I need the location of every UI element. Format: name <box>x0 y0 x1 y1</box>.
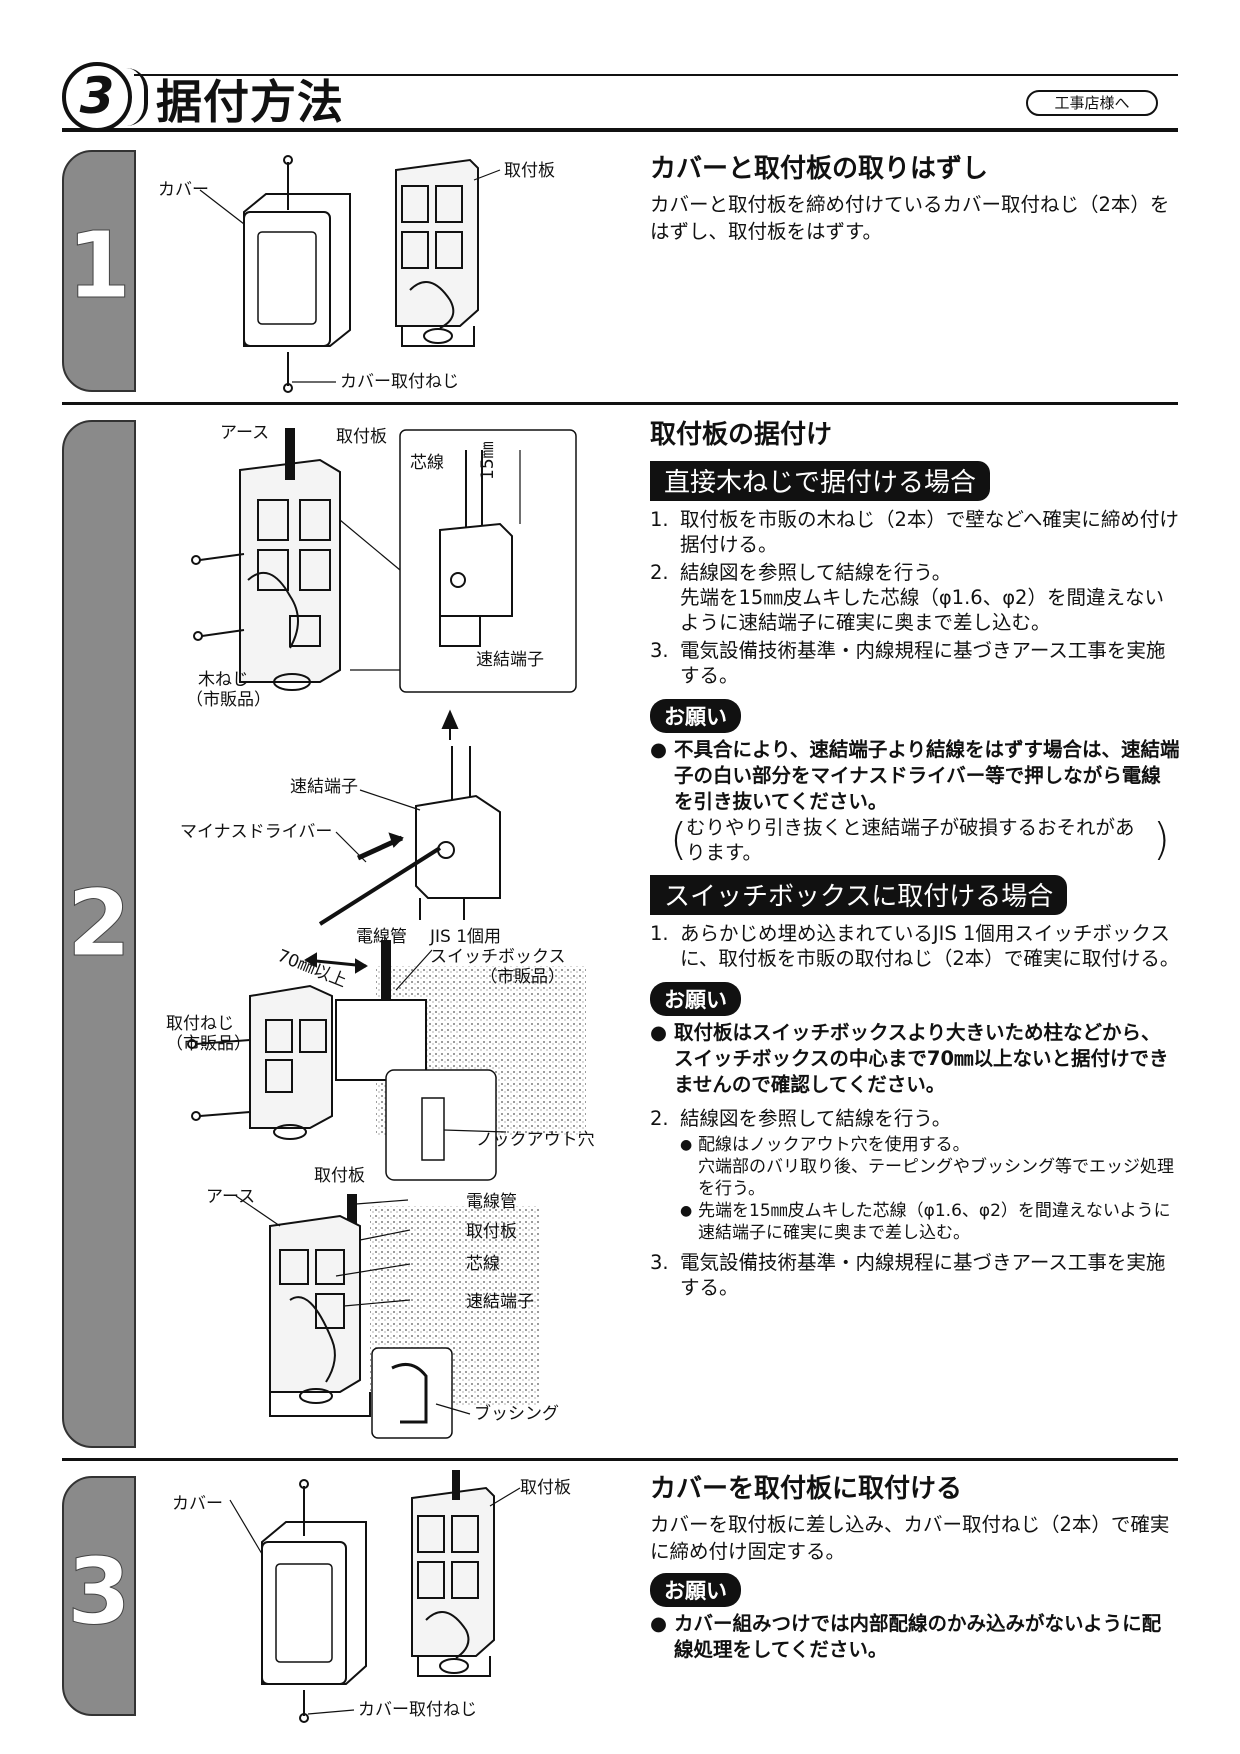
direct-step-1: 1. 取付板を市販の木ねじ（2本）で壁などへ確実に締め付け据付ける。 <box>650 507 1180 557</box>
wiring-note-1-text: 配線はノックアウト穴を使用する。 <box>698 1135 970 1155</box>
direct-step-3: 3. 電気設備技術基準・内線規程に基づきアース工事を実施する。 <box>650 638 1180 688</box>
step-number: 1. <box>650 922 669 945</box>
label-plate-3: 取付板 <box>466 1222 517 1242</box>
wiring-note-1-detail: 穴端部のバリ取り後、テーピングやブッシング等でエッジ処理を行う。 <box>698 1157 1174 1199</box>
label-flat-screwdriver: マイナスドライバー <box>180 822 333 842</box>
switchbox-mount-illustration <box>187 940 586 1181</box>
wood-screw-mount-illustration <box>191 428 577 693</box>
step-number: 2. <box>650 561 669 584</box>
label-quick-terminal: 速結端子 <box>476 650 544 670</box>
section-number: 3 <box>62 62 132 132</box>
step-number: 3. <box>650 1251 669 1274</box>
label-mount-screw: 取付ねじ <box>166 1014 234 1034</box>
caution-note-text: むりやり引き抜くと速結端子が破損するおそれがあります。 <box>686 816 1135 864</box>
step-divider-2 <box>62 1458 1178 1461</box>
step-2-heading: 取付板の据付け <box>650 420 833 450</box>
switchbox-steps-a: 1. あらかじめ埋め込まれているJIS 1個用スイッチボックスに、取付板を市販の取… <box>650 921 1180 971</box>
label-quick-terminal-3: 速結端子 <box>466 1292 534 1312</box>
step-1-body: カバーと取付板を締め付けているカバー取付ねじ（2本）をはずし、取付板をはずす。 <box>650 193 1170 243</box>
label-plate-2: 取付板 <box>314 1166 365 1186</box>
step-3-text: カバーを取付板に取付ける カバーを取付板に差し込み、カバー取付ねじ（2本）で確実… <box>650 1468 1180 1663</box>
step-number: 3. <box>650 639 669 662</box>
label-conduit: 電線管 <box>356 927 407 947</box>
label-knockout: ノックアウト穴 <box>476 1130 595 1150</box>
switchbox-steps-c: 3. 電気設備技術基準・内線規程に基づきアース工事を実施する。 <box>650 1250 1180 1300</box>
step-1-text: カバーと取付板の取りはずし カバーと取付板を締め付けているカバー取付ねじ（2本）… <box>650 148 1180 245</box>
step-3-number: 3 <box>66 1538 131 1646</box>
step-2-number: 2 <box>66 870 131 978</box>
label-market-1: （市販品） <box>186 690 271 710</box>
request-badge-2: お願い <box>650 982 741 1016</box>
step-number: 2. <box>650 1107 669 1130</box>
step-3-illustration <box>229 1470 521 1723</box>
audience-badge: 工事店様へ <box>1026 90 1158 116</box>
step-3-label-plate: 取付板 <box>520 1478 571 1498</box>
step-1-label-cover: カバー <box>158 180 209 200</box>
step-3-heading: カバーを取付板に取付ける <box>650 1474 963 1504</box>
label-plate: 取付板 <box>336 427 387 447</box>
step-number: 1. <box>650 508 669 531</box>
step-1-illustration <box>199 155 501 393</box>
step-3-label-cover: カバー <box>172 1494 223 1514</box>
direct-mount-steps: 1. 取付板を市販の木ねじ（2本）で壁などへ確実に締め付け据付ける。 2. 結線図を… <box>650 507 1180 688</box>
header-rule-top <box>134 74 1178 76</box>
label-15mm: 15㎜ <box>478 441 498 480</box>
step-text: 結線図を参照して結線を行う。 <box>680 1107 952 1130</box>
request-text-1: 不具合により、速結端子より結線をはずす場合は、速結端子の白い部分をマイナスドライ… <box>650 737 1180 815</box>
switchbox-step-1: 1. あらかじめ埋め込まれているJIS 1個用スイッチボックスに、取付板を市販の取… <box>650 921 1180 971</box>
step-divider-1 <box>62 402 1178 405</box>
switchbox-step-2: 2. 結線図を参照して結線を行う。 <box>650 1106 1180 1131</box>
label-core-wire: 芯線 <box>410 453 444 473</box>
step-1-heading: カバーと取付板の取りはずし <box>650 154 989 184</box>
request-text-2: 取付板はスイッチボックスより大きいため柱などから、スイッチボックスの中心まで70… <box>650 1020 1180 1098</box>
label-conduit-2: 電線管 <box>466 1192 517 1212</box>
step-text: 結線図を参照して結線を行う。 <box>680 561 952 584</box>
step-3-label-screw: カバー取付ねじ <box>358 1700 477 1720</box>
step-text: あらかじめ埋め込まれているJIS 1個用スイッチボックスに、取付板を市販の取付ね… <box>680 922 1180 970</box>
step-text: 電気設備技術基準・内線規程に基づきアース工事を実施する。 <box>680 639 1166 687</box>
label-market-3: （市販品） <box>166 1034 251 1054</box>
switchbox-steps-b: 2. 結線図を参照して結線を行う。 <box>650 1106 1180 1131</box>
step-1-label-screw: カバー取付ねじ <box>340 372 459 392</box>
request-badge-3: お願い <box>650 1573 741 1607</box>
switchbox-step-3: 3. 電気設備技術基準・内線規程に基づきアース工事を実施する。 <box>650 1250 1180 1300</box>
step-text: 取付板を市販の木ねじ（2本）で壁などへ確実に締め付け据付ける。 <box>680 508 1179 556</box>
step-text-detail: 先端を15㎜皮ムキした芯線（φ1.6、φ2）を間違えないように速結端子に確実に奥… <box>680 586 1164 634</box>
request-text-3: カバー組みつけでは内部配線のかみ込みがないように配線処理をしてください。 <box>650 1611 1180 1663</box>
request-badge-1: お願い <box>650 699 741 733</box>
paren-right: ) <box>1152 814 1170 865</box>
section-title: 据付方法 <box>156 75 344 129</box>
label-switchbox: スイッチボックス <box>430 947 566 967</box>
step-text: 電気設備技術基準・内線規程に基づきアース工事を実施する。 <box>680 1251 1166 1299</box>
label-market-2: （市販品） <box>480 967 565 987</box>
step-2-tab: 2 <box>62 420 136 1448</box>
label-jis: JIS 1個用 <box>430 927 502 947</box>
step-1-number: 1 <box>66 212 131 320</box>
step-3-tab: 3 <box>62 1476 136 1716</box>
label-core-wire-2: 芯線 <box>466 1254 500 1274</box>
label-quick-terminal-2: 速結端子 <box>290 777 358 797</box>
direct-step-2: 2. 結線図を参照して結線を行う。先端を15㎜皮ムキした芯線（φ1.6、φ2）を間… <box>650 560 1180 635</box>
switchbox-banner: スイッチボックスに取付ける場合 <box>650 875 1068 915</box>
wiring-note-1: 配線はノックアウト穴を使用する。穴端部のバリ取り後、テーピングやブッシング等でエ… <box>650 1134 1180 1200</box>
section-header: 3 据付方法 工事店様へ <box>62 62 1178 132</box>
step-1-tab: 1 <box>62 150 136 392</box>
label-earth-2: アース <box>206 1187 256 1207</box>
header-paren <box>126 68 148 126</box>
terminal-release-illustration <box>318 709 501 926</box>
paren-left: ( <box>670 814 688 865</box>
step-3-body: カバーを取付板に差し込み、カバー取付ねじ（2本）で確実に締め付け固定する。 <box>650 1513 1170 1563</box>
step-1-label-plate: 取付板 <box>504 161 555 181</box>
label-wood-screw: 木ねじ <box>198 670 249 690</box>
wiring-note-2: 先端を15㎜皮ムキした芯線（φ1.6、φ2）を間違えないように速結端子に確実に奥… <box>650 1200 1180 1244</box>
caution-note: ( むりやり引き抜くと速結端子が破損するおそれがあります。 ) <box>650 815 1180 865</box>
direct-mount-banner: 直接木ねじで据付ける場合 <box>650 461 991 501</box>
step-2-text: 取付板の据付け 直接木ねじで据付ける場合 1. 取付板を市販の木ねじ（2本）で壁な… <box>650 414 1180 1303</box>
label-earth: アース <box>220 423 270 443</box>
header-rule-bottom <box>62 128 1178 132</box>
label-bushing: ブッシング <box>474 1404 559 1424</box>
wiring-detail-illustration <box>235 1194 540 1439</box>
